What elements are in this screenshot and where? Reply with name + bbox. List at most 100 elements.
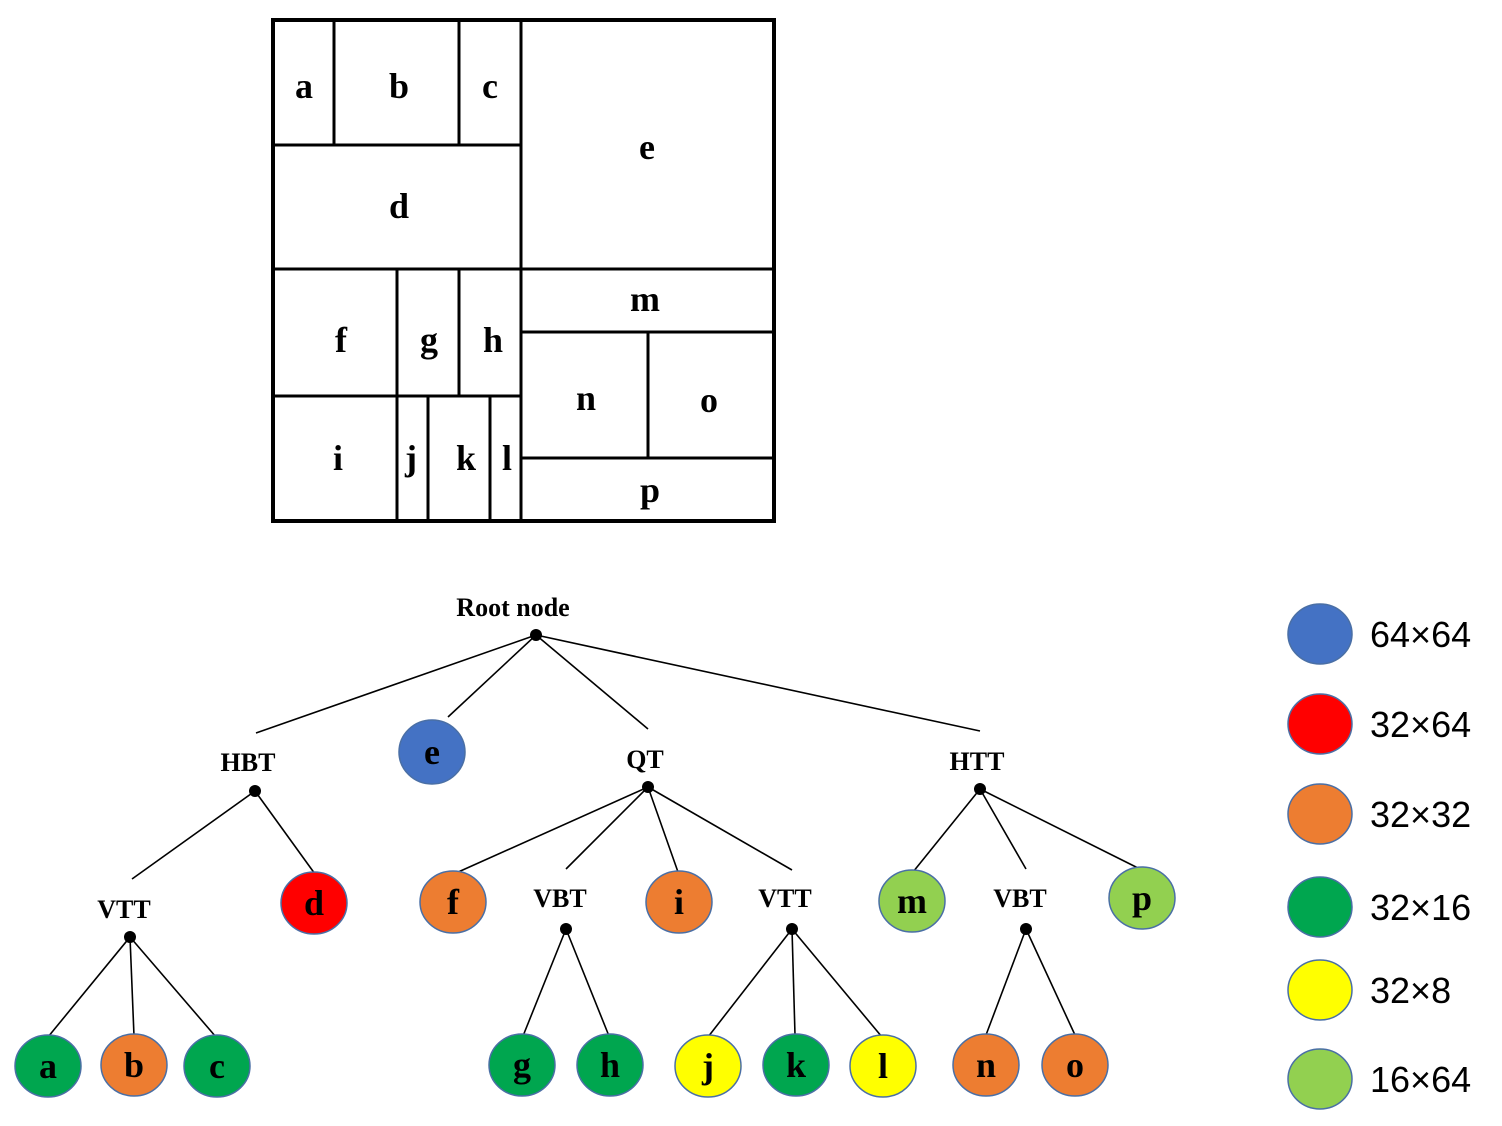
tree-edge [455,786,649,874]
leaf-node-j-circle [674,1034,742,1098]
region-label-k: k [456,438,476,478]
region-label-c: c [482,66,498,106]
legend-label: 32×32 [1370,794,1471,835]
leaf-node-m-circle [878,869,946,933]
leaf-node-b: b [100,1033,168,1097]
leaf-node-d-circle [280,871,348,935]
leaf-node-p-label: p [1132,878,1152,918]
legend-item-32x64: 32×64 [1287,693,1471,755]
leaf-node-f-label: f [447,882,460,922]
leaf-node-f: f [419,870,487,934]
legend-label: 32×16 [1370,887,1471,928]
tree-edge [791,928,883,1038]
leaf-node-k-label: k [786,1045,806,1085]
split-node-qt-dot [642,781,654,793]
split-node-htt-label: HTT [950,747,1005,776]
leaf-node-k-circle [762,1033,830,1097]
leaf-node-j-label: j [701,1046,714,1086]
leaf-node-c: c [183,1034,251,1098]
split-node-hbt-label: HBT [221,748,276,777]
leaf-node-f-circle [419,870,487,934]
split-node-vtt-mid-label: VTT [758,884,811,913]
leaf-node-d-label: d [304,883,324,923]
tree-edge [979,788,1143,871]
leaf-node-g-circle [488,1033,556,1097]
leaf-node-l-label: l [878,1046,888,1086]
leaf-node-a-circle [14,1034,82,1098]
leaf-node-i-label: i [674,882,684,922]
legend-swatch [1287,603,1353,665]
tree-edge [447,634,537,718]
leaf-node-j: j [674,1034,742,1098]
region-label-m: m [630,279,660,319]
region-label-b: b [389,66,409,106]
legend-item-64x64: 64×64 [1287,603,1471,665]
leaf-node-p: p [1108,866,1176,930]
tree-edge [535,634,649,730]
leaf-node-i: i [645,870,713,934]
leaf-node-a: a [14,1034,82,1098]
tree-edge [1025,928,1076,1036]
leaf-node-e-label: e [424,732,440,772]
region-label-e: e [639,127,655,167]
region-label-j: j [404,438,417,478]
split-node-vbt-right-label: VBT [993,884,1046,913]
region-label-a: a [295,66,313,106]
legend-swatch [1287,783,1353,845]
leaf-node-k: k [762,1033,830,1097]
tree-edge [647,786,679,873]
tree-edge [47,936,131,1038]
split-node-vtt-left-label: VTT [97,895,150,924]
tree-edge [912,788,981,873]
leaf-node-b-label: b [124,1045,144,1085]
leaf-node-h-label: h [600,1045,620,1085]
tree-edges [47,634,1143,1038]
region-label-o: o [700,380,718,420]
leaf-node-b-circle [100,1033,168,1097]
tree-edge [131,790,256,880]
tree-edge [255,634,537,734]
legend-item-32x16: 32×16 [1287,876,1471,938]
legend-label: 32×8 [1370,970,1451,1011]
tree-edge [522,928,567,1037]
tree-edge [707,928,793,1038]
leaf-node-e-circle [398,719,466,785]
split-node-htt-dot [974,783,986,795]
leaf-node-n: n [952,1033,1020,1097]
partition-grid: a b c d e f g h i j k l m n o p [271,18,776,523]
leaf-node-c-label: c [209,1046,225,1086]
leaf-node-l: l [849,1034,917,1098]
leaf-node-o-label: o [1066,1045,1084,1085]
split-node-vbt-mid-dot [560,923,572,935]
tree-edge [979,788,1027,870]
split-node-hbt-dot [249,785,261,797]
legend-item-16x64: 16×64 [1287,1048,1471,1110]
leaf-node-m-label: m [897,881,927,921]
split-node-vtt-mid-dot [786,923,798,935]
legend-item-32x32: 32×32 [1287,783,1471,845]
leaf-node-o-circle [1041,1033,1109,1097]
leaf-node-h: h [576,1033,644,1097]
legend-swatch [1287,693,1353,755]
leaf-node-p-circle [1108,866,1176,930]
legend-swatch [1287,959,1353,1021]
leaf-nodes: e d a b c f i g [14,719,1176,1098]
legend-swatch [1287,1048,1353,1110]
tree-edge [254,790,316,875]
region-label-l: l [502,438,512,478]
legend: 64×64 32×64 32×32 32×16 32×8 16×64 [1287,603,1471,1110]
leaf-node-m: m [878,869,946,933]
split-node-qt-label: QT [626,745,664,774]
legend-item-32x8: 32×8 [1287,959,1451,1021]
tree-edge [985,928,1027,1036]
leaf-node-l-circle [849,1034,917,1098]
legend-label: 16×64 [1370,1059,1471,1100]
legend-swatch [1287,876,1353,938]
split-nodes: Root node HBT QT HTT VTT VBT VTT VBT [97,593,1047,943]
split-node-vbt-mid-label: VBT [533,884,586,913]
leaf-node-h-circle [576,1033,644,1097]
leaf-node-i-circle [645,870,713,934]
tree-edge [791,928,796,1036]
split-node-vbt-right-dot [1020,923,1032,935]
